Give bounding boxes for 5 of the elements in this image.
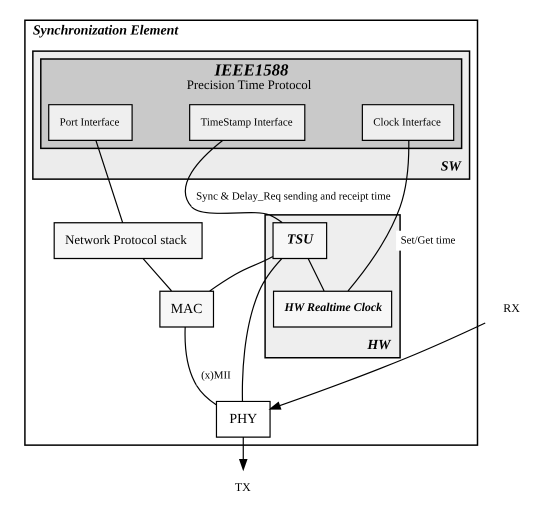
edge-label: Sync & Delay_Req sending and receipt time: [196, 190, 390, 203]
edge-label: (x)MII: [200, 369, 230, 382]
node-text: RX: [502, 301, 520, 316]
edge-label: Set/Get time: [400, 234, 455, 246]
node-text: TX: [234, 480, 250, 494]
